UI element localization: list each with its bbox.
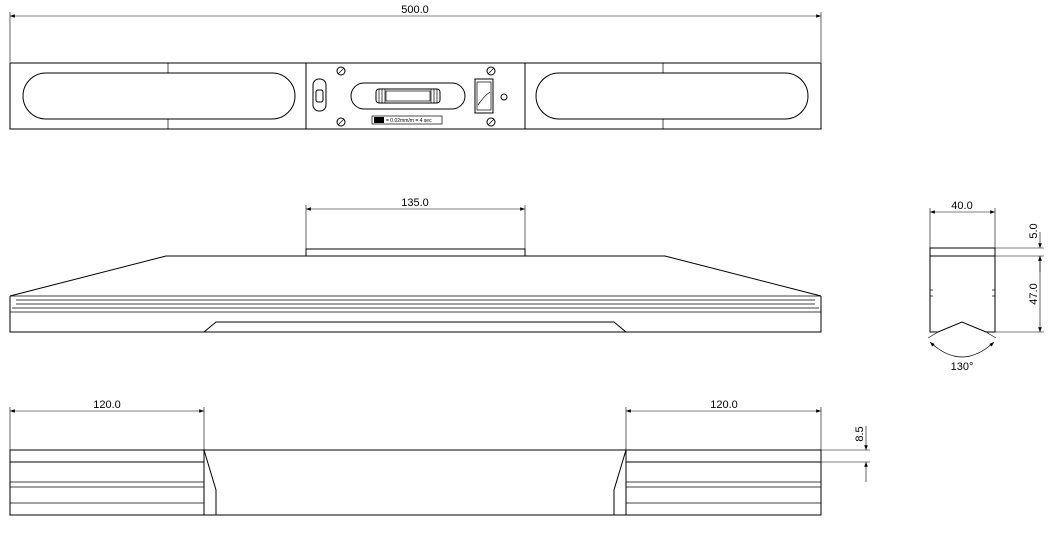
- left-grip-slot: [22, 72, 296, 120]
- logo-block: [374, 117, 384, 123]
- v-angle-label: 130°: [951, 361, 974, 373]
- height-label: 47.0: [1028, 283, 1040, 304]
- screw-icon: [486, 117, 496, 127]
- screw-icon: [486, 66, 496, 76]
- main-vial: [350, 82, 466, 110]
- side-view: 40.0 5.0 47.0 130°: [927, 200, 1044, 373]
- overall-length-label: 500.0: [401, 4, 429, 16]
- top-thickness-label: 5.0: [1028, 223, 1040, 238]
- right-foot-label: 120.0: [710, 399, 738, 411]
- groove-depth-label: 8.5: [854, 426, 866, 441]
- left-foot-label: 120.0: [93, 399, 121, 411]
- width-label: 40.0: [951, 200, 972, 212]
- adjustment-window: [474, 78, 494, 114]
- label-plate: [371, 115, 443, 125]
- top-view: 500.0: [9, 4, 822, 130]
- vial-graduations: [378, 89, 438, 103]
- cross-vial: [312, 78, 327, 112]
- screw-icon: [336, 117, 346, 127]
- right-grip-slot: [535, 72, 809, 120]
- top-length-label: 135.0: [401, 197, 429, 209]
- label-plate-text: = 0.02mm/m = 4 sec: [386, 118, 432, 124]
- bottom-view: 120.0 120.0 8.5: [9, 399, 870, 516]
- vial-housing: [305, 248, 526, 257]
- pin-hole: [500, 93, 508, 101]
- screw-icon: [336, 66, 346, 76]
- top-view-body: [9, 62, 822, 130]
- front-view: 135.0: [9, 197, 822, 333]
